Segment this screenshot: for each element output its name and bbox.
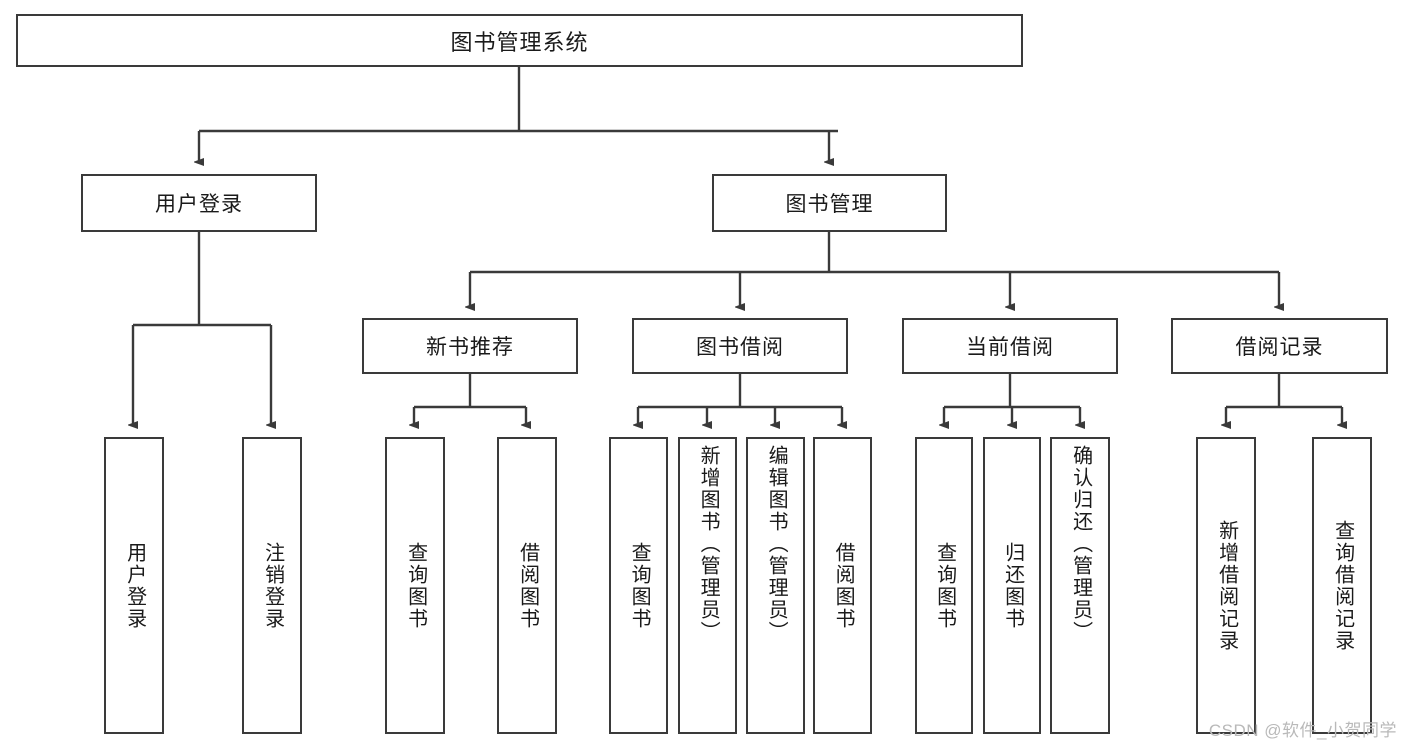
- node-leaf-query-book-1[interactable]: 查询图书: [385, 437, 445, 734]
- node-leaf-confirm-return[interactable]: 确认归还（管理员）: [1050, 437, 1110, 734]
- node-leaf-return-book[interactable]: 归还图书: [983, 437, 1041, 734]
- node-label: 用户登录: [155, 193, 243, 216]
- node-label: 确认归还（管理员）: [1069, 445, 1092, 643]
- node-label: 注销登录: [261, 541, 284, 630]
- node-label: 查询图书: [404, 541, 427, 630]
- node-label: 用户登录: [123, 541, 146, 630]
- node-label: 新书推荐: [426, 336, 514, 359]
- node-label: 借阅图书: [516, 541, 539, 630]
- node-label: 查询借阅记录: [1331, 519, 1354, 652]
- node-leaf-edit-book[interactable]: 编辑图书（管理员）: [746, 437, 805, 734]
- node-label: 归还图书: [1001, 541, 1024, 630]
- node-label: 编辑图书（管理员）: [765, 445, 788, 643]
- node-label: 图书管理: [785, 193, 874, 216]
- node-leaf-add-book[interactable]: 新增图书（管理员）: [678, 437, 737, 734]
- node-book-manage[interactable]: 图书管理: [712, 174, 947, 232]
- watermark-text: CSDN @软件_小贺同学: [1208, 721, 1397, 740]
- node-book-management-system[interactable]: 图书管理系统: [16, 14, 1023, 67]
- node-label: 图书管理系统: [450, 29, 589, 55]
- node-label: 新增图书（管理员）: [697, 445, 720, 643]
- node-leaf-logout[interactable]: 注销登录: [242, 437, 302, 734]
- node-leaf-add-record[interactable]: 新增借阅记录: [1196, 437, 1256, 734]
- node-book-borrow[interactable]: 图书借阅: [632, 318, 848, 374]
- node-label: 借阅记录: [1235, 336, 1324, 359]
- node-label: 借阅图书: [832, 541, 855, 630]
- node-current-borrow[interactable]: 当前借阅: [902, 318, 1118, 374]
- node-leaf-query-record[interactable]: 查询借阅记录: [1312, 437, 1372, 734]
- node-user-login[interactable]: 用户登录: [81, 174, 317, 232]
- node-new-book-rec[interactable]: 新书推荐: [362, 318, 578, 374]
- node-leaf-query-book-2[interactable]: 查询图书: [609, 437, 668, 734]
- node-leaf-user-login[interactable]: 用户登录: [104, 437, 164, 734]
- node-leaf-query-book-3[interactable]: 查询图书: [915, 437, 973, 734]
- node-label: 当前借阅: [966, 336, 1054, 359]
- node-label: 查询图书: [628, 541, 651, 630]
- node-label: 新增借阅记录: [1215, 519, 1238, 652]
- node-label: 图书借阅: [696, 336, 784, 359]
- node-leaf-borrow-book-1[interactable]: 借阅图书: [497, 437, 557, 734]
- node-label: 查询图书: [933, 541, 956, 630]
- node-leaf-borrow-book-2[interactable]: 借阅图书: [813, 437, 872, 734]
- node-borrow-record[interactable]: 借阅记录: [1171, 318, 1388, 374]
